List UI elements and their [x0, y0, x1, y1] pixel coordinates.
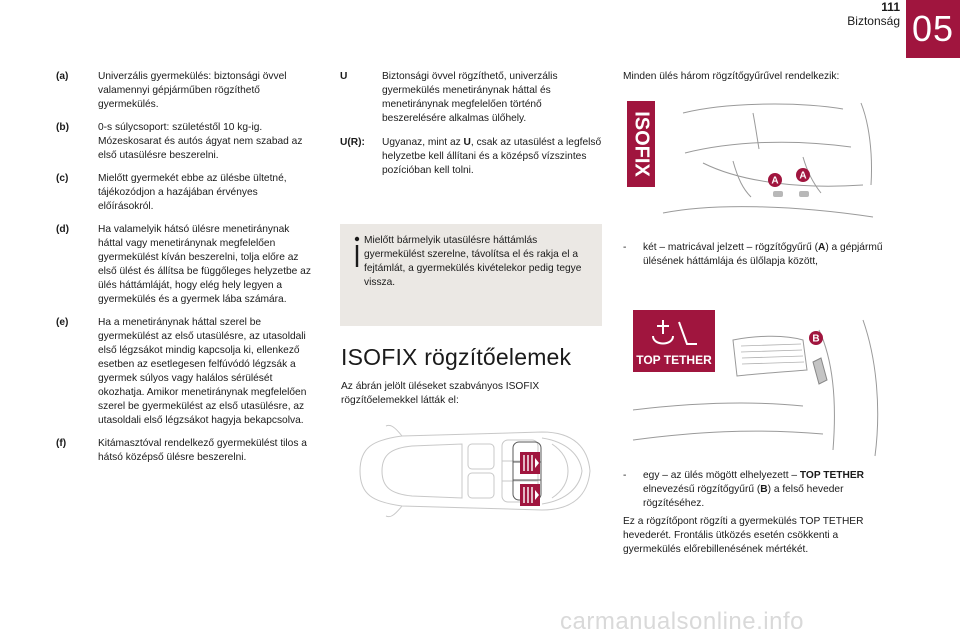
left-definitions: (a) Univerzális gyermekülés: biztonsági ö… — [56, 70, 314, 474]
text-segment: két – matricával jelzett – rögzítőgyűrű … — [643, 242, 818, 253]
bullet-dash: - — [623, 470, 627, 481]
definition-text: Ha valamelyik hátsó ülésre menetiránynak… — [98, 224, 311, 305]
isofix-label-plate — [627, 101, 655, 187]
definition-item: U(R): Ugyanaz, mint az U, csak az utasül… — [340, 136, 602, 178]
definition-item: (a) Univerzális gyermekülés: biztonsági ö… — [56, 70, 314, 112]
definition-key: (e) — [56, 317, 69, 328]
isofix-label: ISOFIX — [631, 111, 653, 177]
page-number: 111 — [881, 0, 900, 14]
top-tether-label-plate — [633, 310, 715, 372]
definition-key: U — [340, 71, 348, 82]
bullet-anchor-b: - egy – az ülés mögött elhelyezett – TOP… — [623, 469, 893, 511]
definition-key: (a) — [56, 71, 69, 82]
chapter-tab: 05 — [906, 0, 960, 58]
marker-b — [809, 331, 823, 345]
car-top-view-illustration — [359, 424, 591, 518]
middle-definitions: U Biztonsági övvel rögzíthető, univerzáli… — [340, 70, 602, 188]
info-box: Mielőtt bármelyik utasülésre háttámlás g… — [340, 224, 602, 326]
watermark: carmanualsonline.info — [560, 608, 804, 635]
definition-key: U(R): — [340, 137, 365, 148]
definition-item: U Biztonsági övvel rögzíthető, univerzáli… — [340, 70, 602, 126]
definition-item: (d) Ha valamelyik hátsó ülésre menetirány… — [56, 223, 314, 307]
marker-a-1 — [768, 173, 782, 187]
definition-item: (b) 0-s súlycsoport: születéstől 10 kg-ig… — [56, 121, 314, 163]
right-intro: Minden ülés három rögzítőgyűrűvel rendel… — [623, 71, 840, 82]
definition-text: 0-s súlycsoport: születéstől 10 kg-ig. M… — [98, 122, 303, 161]
section-title: Biztonság — [847, 14, 900, 28]
marker-a-label-1: A — [771, 176, 778, 187]
top-tether-photo: TOP TETHER B — [623, 300, 893, 460]
text-segment: egy – az ülés mögött elhelyezett – — [643, 470, 800, 481]
definition-text: Kitámasztóval rendelkező gyermekülést ti… — [98, 438, 307, 463]
definition-key: (b) — [56, 122, 70, 133]
definition-text: Biztonsági övvel rögzíthető, univerzális… — [382, 71, 558, 124]
definition-text: Ha a menetiránynak háttal szerel be gyer… — [98, 317, 307, 426]
bold-label: TOP TETHER — [799, 470, 865, 481]
marker-a-2 — [796, 168, 810, 182]
definition-key: (c) — [56, 173, 69, 184]
child-seat-anchor-icon — [652, 320, 697, 345]
definition-item: (e) Ha a menetiránynak háttal szerel be g… — [56, 316, 314, 428]
text-segment: elnevezésű rögzítőgyűrű ( — [643, 484, 761, 495]
definition-key: (d) — [56, 224, 70, 235]
bullet-text: két – matricával jelzett – rögzítőgyűrű … — [643, 241, 893, 269]
text-segment: ) a gépjármű ülésének háttámlája és ülől… — [643, 242, 883, 267]
info-icon — [354, 236, 360, 267]
marker-a-label-2: A — [799, 171, 806, 182]
section-heading: ISOFIX rögzítőelemek — [341, 344, 572, 370]
bold-label: B — [760, 484, 768, 495]
top-tether-label: TOP TETHER — [636, 353, 712, 367]
isofix-anchor-photo: ISOFIX A A — [623, 93, 893, 233]
definition-key: (f) — [56, 438, 67, 449]
bold-label: U — [463, 137, 471, 148]
definition-text: Ugyanaz, mint az U, csak az utasülést a … — [382, 136, 602, 178]
section-intro: Az ábrán jelölt üléseket szabványos ISOF… — [341, 381, 540, 406]
info-text: Mielőtt bármelyik utasülésre háttámlás g… — [364, 235, 582, 288]
bullet-anchors-a: - két – matricával jelzett – rögzítőgyűr… — [623, 241, 893, 269]
bold-label: A — [817, 242, 826, 253]
definition-item: (f) Kitámasztóval rendelkező gyermekülést… — [56, 437, 314, 465]
definition-text: Mielőtt gyermekét ebbe az ülésbe ültetné… — [98, 173, 287, 212]
marker-b-label: B — [812, 334, 819, 345]
text-segment: ) a felső heveder rögzítéséhez. — [643, 484, 844, 509]
bullet-text: egy – az ülés mögött elhelyezett – TOP T… — [643, 469, 893, 511]
text-segment: , csak az utasülést a legfelső helyzetbe… — [382, 137, 602, 176]
bullet-dash: - — [623, 242, 627, 253]
top-tether-paragraph: Ez a rögzítőpont rögzíti a gyermekülés T… — [623, 516, 864, 555]
text-segment: Ugyanaz, mint az — [382, 137, 464, 148]
definition-item: (c) Mielőtt gyermekét ebbe az ülésbe ülte… — [56, 172, 314, 214]
definition-text: Univerzális gyermekülés: biztonsági övve… — [98, 71, 287, 110]
